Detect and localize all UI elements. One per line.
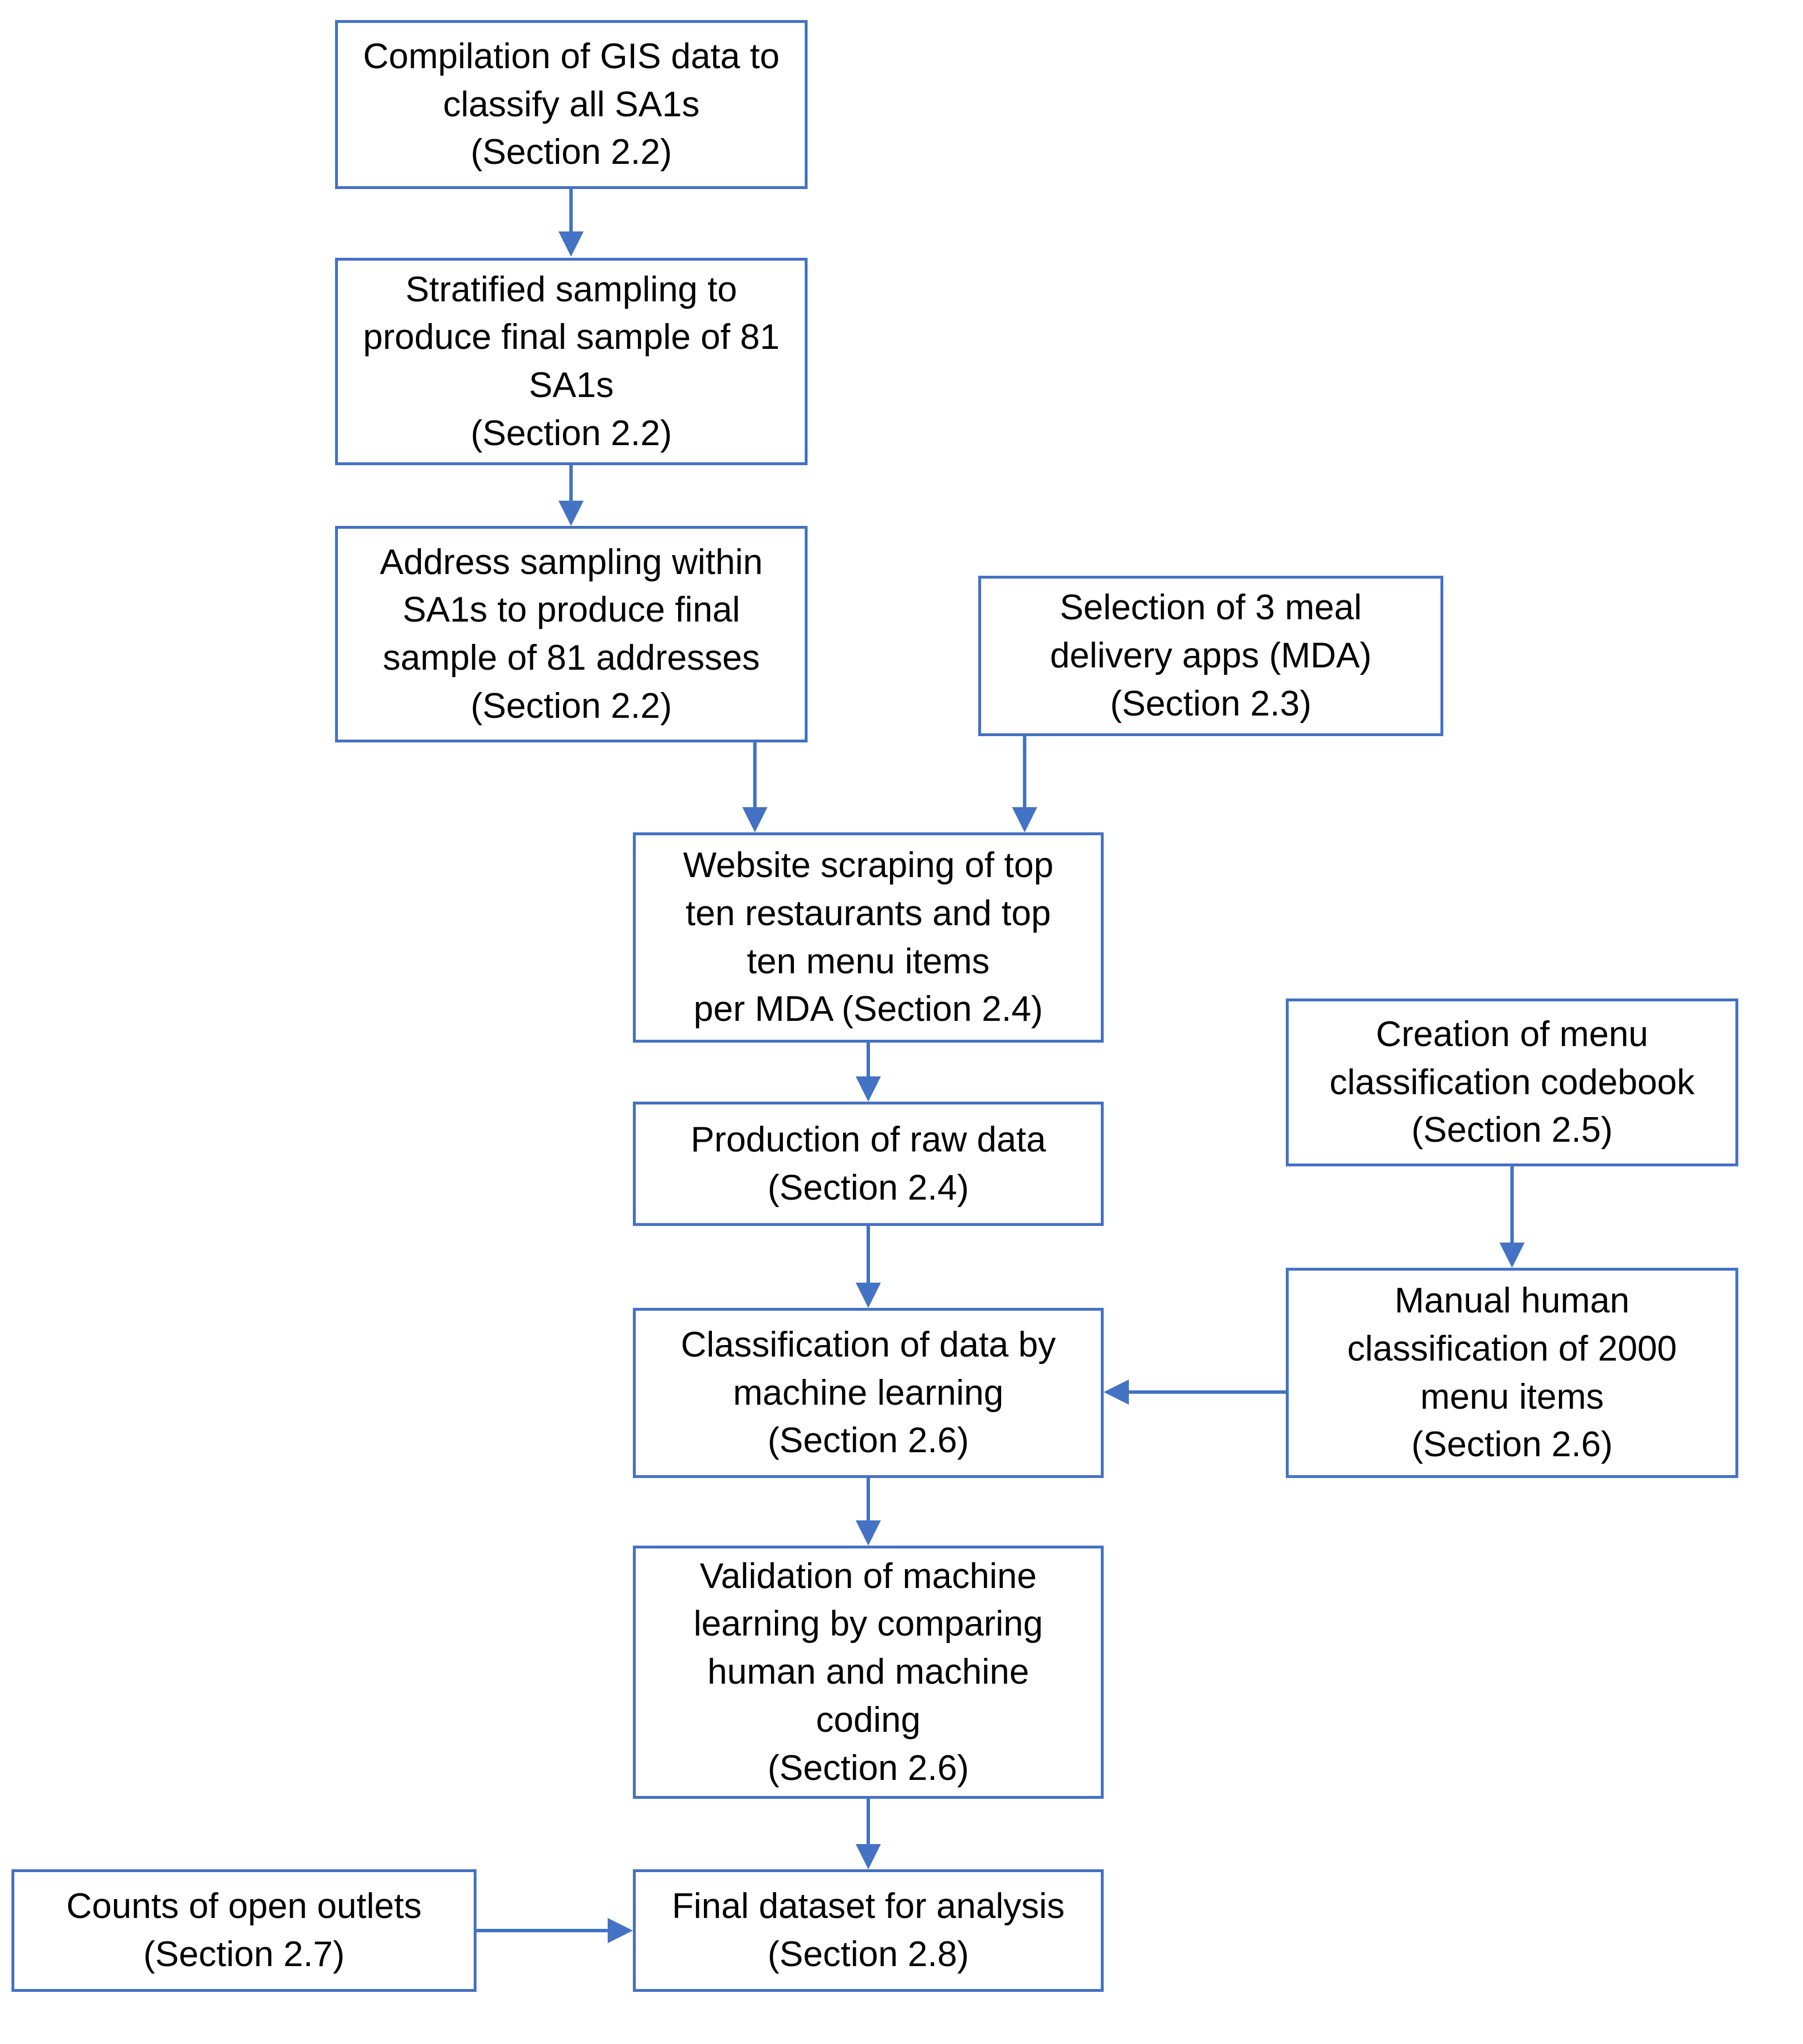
node-website-scraping: Website scraping of top ten restaurants … [633,832,1104,1043]
arrow-address-to-scraping [742,742,767,832]
node-raw-data: Production of raw data (Section 2.4) [633,1102,1104,1226]
node-stratified-sampling: Stratified sampling to produce final sam… [335,258,808,465]
node-ml-validation-label: Validation of machine learning by compar… [693,1556,1043,1788]
arrow-gis-to-stratified [558,189,584,257]
node-codebook-creation-label: Creation of menu classification codebook… [1329,1014,1695,1150]
arrow-manual-to-mlclass [1104,1379,1286,1405]
arrow-mda-to-scraping [1012,736,1037,832]
node-mda-selection: Selection of 3 meal delivery apps (MDA) … [978,576,1443,736]
arrow-stratified-to-address [558,465,584,526]
node-ml-validation: Validation of machine learning by compar… [633,1546,1104,1799]
node-codebook-creation: Creation of menu classification codebook… [1286,999,1738,1166]
node-manual-classification: Manual human classification of 2000 menu… [1286,1268,1738,1478]
arrow-mlclass-to-validation [856,1478,881,1546]
arrow-codebook-to-manual [1499,1166,1525,1268]
arrow-counts-to-final [477,1918,633,1943]
node-open-outlet-counts: Counts of open outlets (Section 2.7) [11,1869,477,1992]
node-website-scraping-label: Website scraping of top ten restaurants … [683,846,1054,1029]
arrow-validation-to-final [856,1799,881,1869]
node-compilation-gis-label: Compilation of GIS data to classify all … [363,36,780,172]
node-final-dataset: Final dataset for analysis (Section 2.8) [633,1869,1104,1992]
node-address-sampling-label: Address sampling within SA1s to produce … [380,542,763,726]
node-raw-data-label: Production of raw data (Section 2.4) [690,1119,1046,1208]
node-ml-classification-label: Classification of data by machine learni… [680,1324,1056,1461]
node-stratified-sampling-label: Stratified sampling to produce final sam… [363,269,780,453]
node-mda-selection-label: Selection of 3 meal delivery apps (MDA) … [1050,588,1372,724]
node-address-sampling: Address sampling within SA1s to produce … [335,526,808,742]
arrow-rawdata-to-mlclass [856,1226,881,1308]
node-compilation-gis: Compilation of GIS data to classify all … [335,20,808,189]
node-final-dataset-label: Final dataset for analysis (Section 2.8) [672,1886,1065,1974]
node-open-outlet-counts-label: Counts of open outlets (Section 2.7) [66,1886,422,1974]
node-ml-classification: Classification of data by machine learni… [633,1308,1104,1478]
arrow-scraping-to-rawdata [856,1043,881,1102]
node-manual-classification-label: Manual human classification of 2000 menu… [1347,1281,1677,1465]
